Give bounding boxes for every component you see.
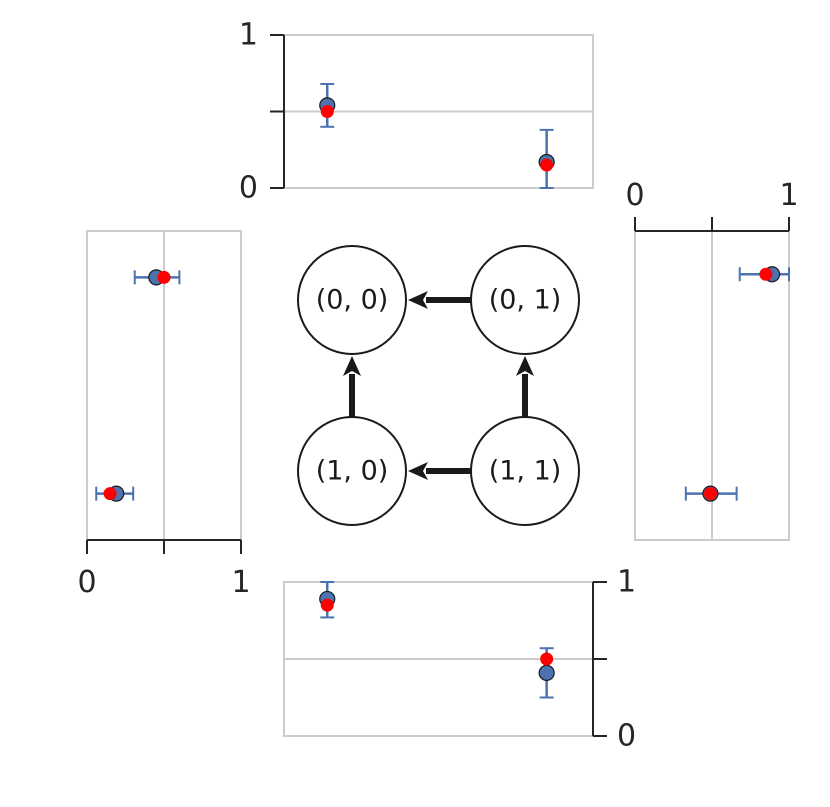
- node-label: (0, 0): [316, 285, 389, 316]
- graph-edges: [343, 291, 534, 480]
- graph-node: [470, 245, 580, 355]
- graph-node: [470, 416, 580, 526]
- arrow-head: [408, 291, 428, 309]
- arrow-head: [516, 356, 534, 376]
- tick-label: 0: [617, 719, 636, 754]
- estimate-point: [538, 664, 555, 681]
- reference-point: [703, 487, 717, 501]
- graph-node: [297, 245, 407, 355]
- tick-label: 0: [625, 178, 644, 213]
- panel-bottom: 01: [283, 565, 636, 754]
- reference-point: [320, 598, 334, 612]
- tick-label: 1: [617, 565, 636, 600]
- reference-point: [320, 105, 334, 118]
- tick-label: 1: [231, 565, 250, 600]
- tick-label: 0: [77, 565, 96, 600]
- panel-top: 01: [239, 18, 594, 206]
- tick-label: 1: [779, 178, 798, 213]
- tick-label: 0: [239, 171, 258, 206]
- reference-point: [540, 652, 554, 666]
- reference-point: [540, 158, 554, 172]
- reference-point: [103, 487, 117, 501]
- graph-node: [297, 416, 407, 526]
- node-label: (0, 1): [489, 285, 562, 316]
- arrow-head: [343, 356, 361, 376]
- node-label: (1, 1): [489, 456, 562, 487]
- graph-nodes: (0, 0) (0, 1) (1, 0) (1, 1): [297, 245, 580, 526]
- reference-point: [157, 270, 171, 284]
- node-label: (1, 0): [316, 456, 389, 487]
- tick-label: 1: [239, 18, 258, 53]
- reference-point: [759, 267, 773, 281]
- arrow-head: [408, 462, 428, 480]
